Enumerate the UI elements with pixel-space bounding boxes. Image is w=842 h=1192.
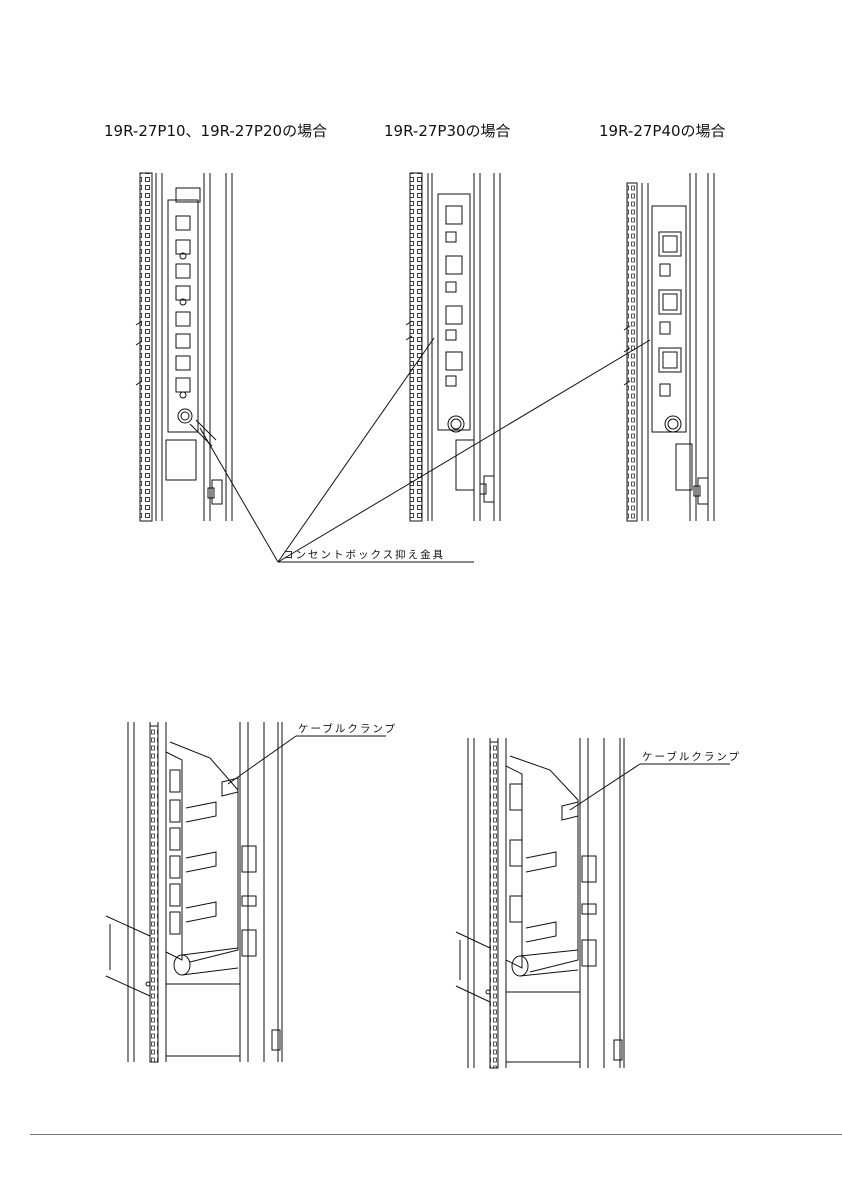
cable-clamp-label-right: ケーブルクランプ bbox=[642, 749, 741, 764]
cable-clamp-label-left: ケーブルクランプ bbox=[298, 721, 397, 736]
footer-divider bbox=[30, 1134, 842, 1135]
clamp-leader-left bbox=[228, 736, 296, 784]
rack-drawing-p10-p20 bbox=[136, 173, 232, 521]
perspective-drawing-right bbox=[456, 738, 624, 1068]
outlet-box-bracket-label: コンセントボックス抑え金具 bbox=[283, 547, 445, 562]
rack-drawing-p30 bbox=[406, 173, 500, 521]
outlet-column-p10 bbox=[176, 216, 190, 398]
outlet-column-p40 bbox=[659, 232, 681, 396]
perspective-drawing-left bbox=[106, 722, 282, 1062]
bracket-leader-lines bbox=[200, 338, 650, 562]
outlet-column-p30 bbox=[446, 206, 462, 386]
